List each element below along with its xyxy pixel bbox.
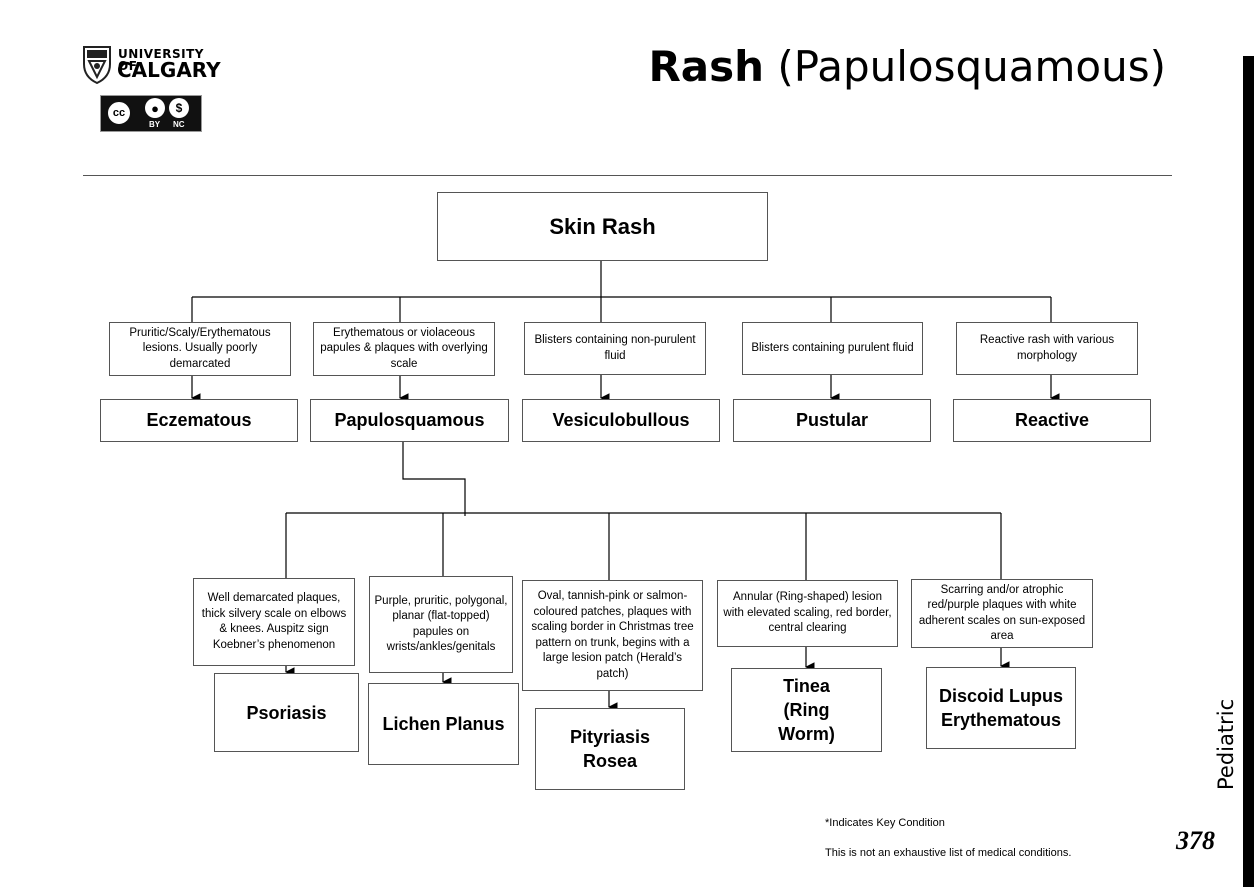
category-description: Blisters containing purulent fluid (742, 322, 923, 375)
by-label: BY (149, 120, 161, 129)
disclaimer: This is not an exhaustive list of medica… (825, 847, 1072, 859)
header-divider (83, 175, 1172, 176)
root-node: Skin Rash (437, 192, 768, 261)
condition-description: Oval, tannish-pink or salmon-coloured pa… (522, 580, 703, 691)
nc-label: NC (173, 120, 185, 129)
category-node: Reactive (953, 399, 1151, 442)
condition-description: Scarring and/or atrophic red/purple plaq… (911, 579, 1093, 648)
title-bold: Rash (648, 42, 765, 91)
by-person-icon: ● (145, 98, 165, 118)
page-number: 378 (1176, 826, 1215, 855)
logo-line2: CALGARY (117, 58, 221, 82)
section-label: Pediatric (1214, 698, 1238, 790)
condition-description: Annular (Ring-shaped) lesion with elevat… (717, 580, 898, 647)
crest-icon (83, 46, 111, 84)
side-bar (1243, 56, 1254, 887)
category-node: Vesiculobullous (522, 399, 720, 442)
title-rest: (Papulosquamous) (764, 42, 1166, 91)
cc-license-badge: cc ● $ BY NC (100, 95, 202, 132)
condition-node: Discoid Lupus Erythematous (926, 667, 1076, 749)
page-title: Rash (Papulosquamous) (648, 42, 1166, 91)
category-description: Pruritic/Scaly/Erythematous lesions. Usu… (109, 322, 291, 376)
category-node: Papulosquamous (310, 399, 509, 442)
key-condition-note: *Indicates Key Condition (825, 817, 945, 829)
condition-description: Well demarcated plaques, thick silvery s… (193, 578, 355, 666)
category-node: Pustular (733, 399, 931, 442)
nc-dollar-icon: $ (169, 98, 189, 118)
category-node: Eczematous (100, 399, 298, 442)
condition-node: Tinea (Ring Worm) (731, 668, 882, 752)
category-description: Erythematous or violaceous papules & pla… (313, 322, 495, 376)
logo-line1: UNIVERSITY OF (118, 47, 204, 73)
category-description: Reactive rash with various morphology (956, 322, 1138, 375)
condition-node: Lichen Planus (368, 683, 519, 765)
university-logo: UNIVERSITY OF CALGARY (82, 44, 227, 84)
condition-node: Pityriasis Rosea (535, 708, 685, 790)
category-description: Blisters containing non-purulent fluid (524, 322, 706, 375)
cc-icon: cc (106, 100, 132, 126)
condition-description: Purple, pruritic, polygonal, planar (fla… (369, 576, 513, 673)
condition-node: Psoriasis (214, 673, 359, 752)
